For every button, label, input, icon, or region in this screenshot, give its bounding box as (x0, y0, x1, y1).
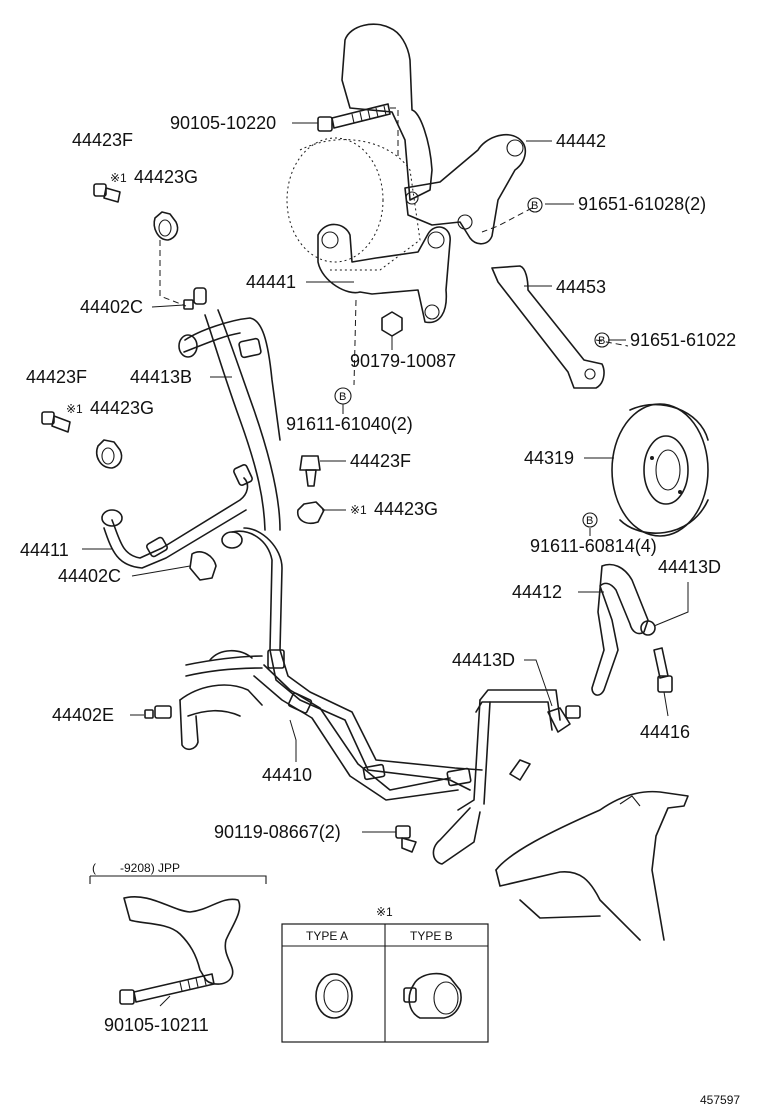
ref-mark-top: ※1 (110, 171, 127, 185)
brace-44453 (491, 265, 629, 389)
label-91611-61040: 91611-61040(2) (286, 414, 413, 434)
label-44319: 44319 (524, 448, 574, 468)
label-44402E: 44402E (52, 705, 114, 725)
pressure-line-44410 (179, 527, 561, 865)
label-44410: 44410 (262, 765, 312, 785)
label-44423G-center: 44423G (374, 499, 438, 519)
label-90179-10087: 90179-10087 (350, 351, 456, 371)
label-44423F-center: 44423F (350, 451, 411, 471)
hose-44412 (591, 563, 673, 696)
bolt-symbol-4 (582, 512, 598, 528)
label-44423G-top: 44423G (134, 167, 198, 187)
bolt-symbols: B B B B (339, 197, 610, 528)
label-44413D-center: 44413D (452, 650, 515, 670)
label-90119-08667: 90119-08667(2) (214, 822, 341, 842)
diagram-number: 457597 (700, 1093, 740, 1107)
type-b-header: TYPE B (410, 929, 453, 943)
label-44423G-mid: 44423G (90, 398, 154, 418)
inset-range-label: ( -9208) JPP (92, 861, 180, 875)
label-91611-60814: 91611-60814(4) (530, 536, 657, 556)
ref-mark-center: ※1 (350, 503, 367, 517)
label-44413D-right: 44413D (658, 557, 721, 577)
label-44441: 44441 (246, 272, 296, 292)
label-44453: 44453 (556, 277, 606, 297)
part-labels: 90105-10220 44442 44423F ※1 44423G 91651… (20, 113, 736, 842)
hose-44413B (178, 287, 281, 531)
tube-44411 (101, 477, 249, 569)
label-44416: 44416 (640, 722, 690, 742)
label-44402C-top: 44402C (80, 297, 143, 317)
bolt-symbol-3-text: B (339, 391, 346, 403)
type-a-ring (315, 973, 353, 1019)
label-44402C-bottom: 44402C (58, 566, 121, 586)
label-44412: 44412 (512, 582, 562, 602)
ref-mark-mid: ※1 (66, 402, 83, 416)
bolt-symbol-2-text: B (598, 335, 605, 347)
label-44423F-mid: 44423F (26, 367, 87, 387)
fittings (41, 183, 581, 853)
label-90105-10220: 90105-10220 (170, 113, 276, 133)
power-steering-pump (286, 23, 533, 324)
label-44423F-top: 44423F (72, 130, 133, 150)
inset-jpp: ( -9208) JPP 90105-10211 (89, 861, 267, 1035)
type-a-header: TYPE A (306, 929, 348, 943)
label-91651-61022: 91651-61022 (630, 330, 736, 350)
bolt-symbol-4-text: B (586, 515, 593, 527)
label-44442: 44442 (556, 131, 606, 151)
leader-lines (82, 122, 689, 1007)
type-b-clamp (408, 972, 462, 1019)
label-91651-61028: 91651-61028(2) (578, 194, 706, 214)
label-90105-10211: 90105-10211 (104, 1015, 209, 1035)
label-44411: 44411 (20, 540, 69, 560)
type-table: ※1 TYPE A TYPE B (281, 905, 489, 1043)
steering-gear (495, 790, 689, 941)
label-44413B: 44413B (130, 367, 192, 387)
bolt-symbol-2 (594, 332, 610, 348)
pulley-44319 (611, 403, 709, 537)
type-table-title: ※1 (376, 905, 393, 919)
bolt-symbol-1 (527, 197, 543, 213)
bolt-symbol-1-text: B (531, 200, 538, 212)
